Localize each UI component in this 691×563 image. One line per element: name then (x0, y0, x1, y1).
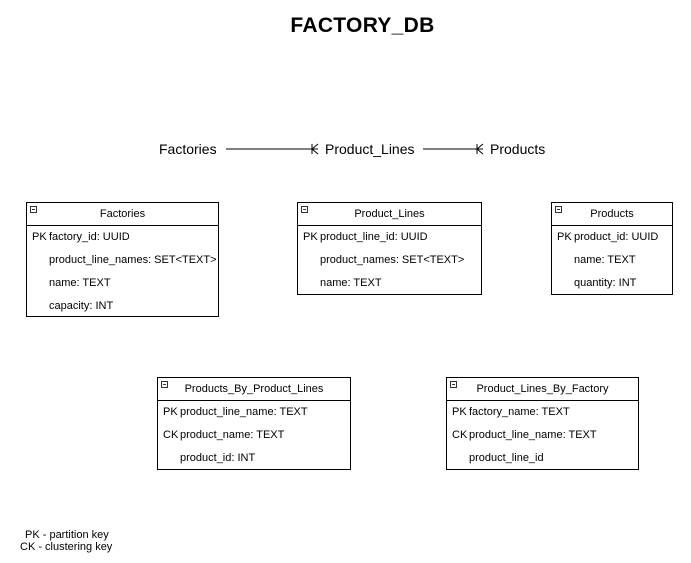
collapse-icon[interactable] (555, 206, 562, 213)
key-marker: CK (452, 429, 468, 441)
field-name: product_line_name: TEXT (469, 429, 597, 441)
field-name: factory_id: UUID (49, 231, 130, 243)
field-row: quantity: INT (552, 272, 672, 295)
crowfoot-1-a (311, 143, 319, 150)
field-name: product_line_names: SET<TEXT> (49, 254, 217, 266)
flow-node-product-lines: Product_Lines (325, 141, 415, 157)
legend-pk: PK - partition key (25, 529, 109, 541)
entity-title: Product_Lines (354, 208, 425, 220)
field-row: product_line_id (447, 447, 638, 470)
flow-node-products: Products (490, 141, 546, 157)
field-row: product_id: INT (158, 447, 350, 470)
field-row: capacity: INT (27, 295, 218, 318)
field-row: product_line_names: SET<TEXT> (27, 249, 218, 272)
entity-title: Products_By_Product_Lines (184, 383, 324, 395)
crowfoot-2-b (476, 148, 484, 155)
crowfoot-2-a (476, 143, 484, 150)
field-name: name: TEXT (49, 277, 111, 289)
field-name: product_name: TEXT (180, 429, 285, 441)
key-marker: PK (163, 406, 178, 418)
entity-title: Product_Lines_By_Factory (476, 383, 609, 395)
entity-title: Factories (99, 208, 146, 220)
field-name: product_id: INT (180, 452, 256, 464)
collapse-icon[interactable] (301, 206, 308, 213)
field-name: product_line_name: TEXT (180, 406, 308, 418)
key-marker: PK (32, 231, 47, 243)
entity-title: Products (590, 208, 634, 220)
field-name: product_names: SET<TEXT> (320, 254, 465, 266)
field-row: name: TEXT (27, 272, 218, 295)
key-marker: PK (452, 406, 467, 418)
legend-ck: CK - clustering key (20, 541, 113, 553)
entity-header: Product_Lines_By_Factory (447, 378, 638, 401)
entity-header: Factories (27, 203, 218, 226)
field-name: capacity: INT (49, 300, 114, 312)
field-row: name: TEXT (298, 272, 481, 295)
key-marker: PK (303, 231, 318, 243)
entity-header: Products (552, 203, 672, 226)
field-name: name: TEXT (320, 277, 382, 289)
diagram-title: FACTORY_DB (290, 14, 435, 37)
field-name: product_id: UUID (574, 231, 659, 243)
field-row: product_names: SET<TEXT> (298, 249, 481, 272)
field-name: factory_name: TEXT (469, 406, 570, 418)
collapse-icon[interactable] (161, 381, 168, 388)
entity-header: Products_By_Product_Lines (158, 378, 350, 401)
key-marker: CK (163, 429, 179, 441)
field-name: product_line_id (469, 452, 544, 464)
collapse-icon[interactable] (30, 206, 37, 213)
flow-node-factories: Factories (159, 141, 217, 157)
field-name: name: TEXT (574, 254, 636, 266)
key-marker: PK (557, 231, 572, 243)
field-row: name: TEXT (552, 249, 672, 272)
entity-header: Product_Lines (298, 203, 481, 226)
field-name: product_line_id: UUID (320, 231, 428, 243)
crowfoot-1-b (311, 148, 319, 155)
collapse-icon[interactable] (450, 381, 457, 388)
field-name: quantity: INT (574, 277, 637, 289)
